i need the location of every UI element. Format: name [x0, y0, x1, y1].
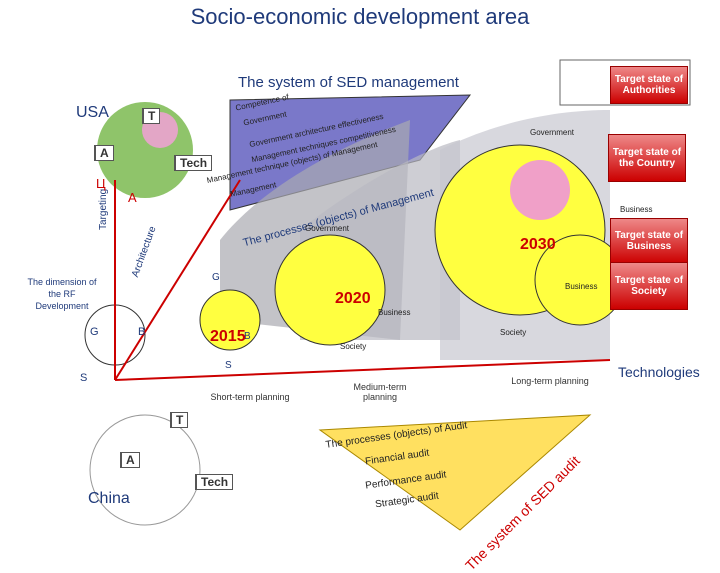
society-box: Target state of Society — [610, 262, 688, 310]
letter-a: A — [128, 190, 137, 205]
business-2020: Business — [378, 308, 411, 317]
medium-term-planning: Medium-term planning — [353, 382, 407, 402]
year-2030: 2030 — [520, 236, 556, 253]
business-2030b: Business — [565, 282, 598, 291]
society-2030: Society — [500, 328, 527, 337]
circle-2020 — [274, 234, 386, 346]
page-title: Socio-economic development area — [190, 4, 530, 29]
circle-2015 — [199, 289, 261, 351]
g-2020: G — [212, 272, 220, 283]
usa-tech-box: Tech — [174, 155, 213, 171]
audit-wedge — [318, 414, 592, 531]
rf-b: B — [138, 326, 146, 338]
china-circle — [89, 414, 201, 526]
rf-g: G — [90, 326, 99, 338]
china-t-box: T — [170, 412, 189, 428]
usa-a-box: A — [94, 145, 114, 161]
government-2030: Government — [530, 128, 575, 137]
china-a-box: A — [120, 452, 140, 468]
society-2020: Society — [340, 342, 367, 351]
long-term-planning: Long-term planning — [511, 376, 589, 386]
short-term-planning: Short-term planning — [210, 392, 290, 402]
diagram-subtitle: The system of SED management — [238, 74, 459, 91]
s-2015: S — [225, 360, 232, 371]
technologies-label: Technologies — [618, 364, 700, 380]
country-box: Target state of the Country — [608, 134, 686, 182]
government-2020: Government — [305, 224, 350, 233]
china-tech-box: Tech — [195, 474, 234, 490]
authorities-box: Target state of Authorities — [610, 66, 688, 104]
dimension-label: The dimension of the RF Development — [27, 277, 97, 311]
business-2030: Business — [620, 205, 653, 214]
year-2020: 2020 — [335, 290, 371, 307]
year-2015: 2015 — [210, 328, 246, 345]
letter-c: Ц — [96, 176, 106, 191]
china-label: China — [88, 490, 130, 507]
architecture-axis — [114, 179, 241, 381]
usa-t-box: T — [142, 108, 161, 124]
technologies-axis — [114, 359, 611, 381]
targeting-label: Targeting — [98, 188, 109, 230]
b-2015: B — [244, 331, 251, 342]
rf-s: S — [80, 372, 88, 384]
circle-2030-pink — [510, 160, 570, 220]
business-box: Target state of Business — [610, 218, 688, 264]
usa-label: USA — [76, 104, 109, 121]
